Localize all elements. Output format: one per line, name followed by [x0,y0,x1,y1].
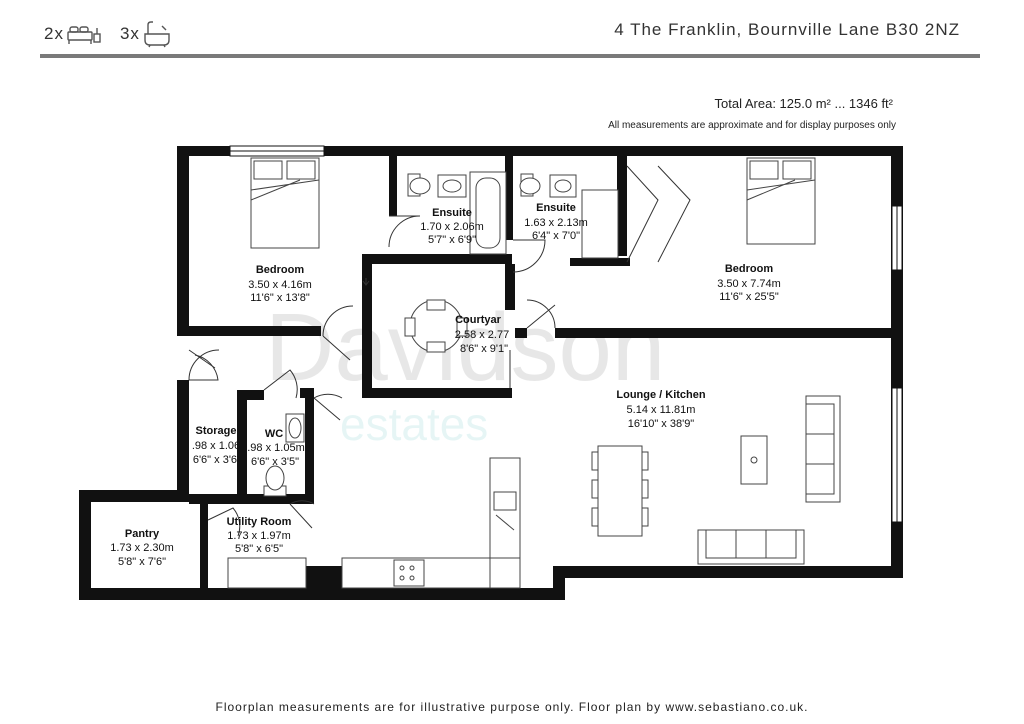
room-bedroom-1: Bedroom 3.50 x 4.16m 11'6" x 13'8" [248,264,312,304]
room-metric: 1.63 x 2.13m [524,217,588,229]
header-divider [40,54,980,58]
toilet-icon [263,465,287,497]
bed-icon [250,157,320,249]
room-wc: WC .98 x 1.05m 6'6" x 3'5" [247,428,304,468]
utility-counter [227,557,307,589]
sofa-icon [697,529,805,565]
kitchen-counter [341,457,521,589]
room-imperial: 5'8" x 7'6" [118,556,166,568]
sink-icon [549,174,577,198]
room-name: Lounge / Kitchen [616,389,706,401]
total-area: Total Area: 125.0 m² ... 1346 ft² [714,96,893,111]
bath-icon [144,21,170,48]
sink-icon [285,413,305,443]
shower-icon [581,189,619,259]
room-imperial: 11'6" x 13'8" [250,292,310,304]
room-imperial: 8'6" x 9'1" [460,343,508,355]
furniture [227,157,841,589]
room-imperial: 6'4" x 7'0" [532,230,580,242]
room-imperial: 6'6" x 3'5" [251,456,299,468]
room-imperial: 5'7" x 6'9" [428,234,476,246]
room-storage: Storage .98 x 1.06 6'6" x 3'6' [192,425,240,466]
bed-icon [746,157,816,245]
doors [188,165,691,537]
room-imperial: 11'6" x 25'5" [719,291,779,303]
room-utility: Utility Room 1.73 x 1.97m 5'8" x 6'5" [227,516,292,555]
dining-table-icon [404,299,468,353]
room-metric: 1.73 x 1.97m [227,530,291,542]
room-metric: 1.70 x 2.06m [420,221,484,233]
windows [229,145,903,523]
watermark: Davidson estates [265,294,665,450]
bathtub-icon [469,171,507,255]
room-imperial: 5'8" x 6'5" [235,543,283,555]
coffee-table-icon [740,435,768,485]
dining-table-icon [591,445,649,537]
room-ensuite-2: Ensuite 1.63 x 2.13m 6'4" x 7'0" [524,202,588,242]
room-name: WC [265,428,283,440]
room-courtyard: Courtyar 2.58 x 2.77 8'6" x 9'1" [455,314,509,355]
room-metric: 2.58 x 2.77 [455,329,509,341]
measurement-disclaimer: All measurements are approximate and for… [608,120,896,131]
room-metric: 1.73 x 2.30m [110,542,174,554]
watermark-brand: Davidson [265,294,665,401]
room-name: Ensuite [536,202,576,214]
room-imperial: 16'10" x 38'9" [628,418,695,430]
room-pantry: Pantry 1.73 x 2.30m 5'8" x 7'6" [110,528,174,568]
sink-icon [437,174,467,198]
room-metric: .98 x 1.05m [247,442,304,454]
bathrooms-count: 3x [119,24,140,43]
room-metric: 3.50 x 7.74m [717,278,781,290]
room-lounge-kitchen: Lounge / Kitchen 5.14 x 11.81m 16'10" x … [616,389,706,430]
bed-icon [67,26,101,44]
room-name: Bedroom [256,264,305,276]
room-bedroom-2: Bedroom 3.50 x 7.74m 11'6" x 25'5" [717,263,781,303]
room-name: Courtyar [455,314,502,326]
room-name: Ensuite [432,207,472,219]
room-metric: 5.14 x 11.81m [627,404,696,416]
room-imperial: 6'6" x 3'6' [193,454,239,466]
room-name: Utility Room [227,516,292,528]
room-name: Bedroom [725,263,774,275]
room-name: Storage [196,425,237,437]
property-address: 4 The Franklin, Bournville Lane B30 2NZ [614,20,960,39]
watermark-sub: estates [340,398,488,450]
floorplan-footer: Floorplan measurements are for illustrat… [215,700,809,714]
room-name: Pantry [125,528,160,540]
room-metric: 3.50 x 4.16m [248,279,312,291]
hob-icon [393,559,425,587]
toilet-icon [519,173,541,197]
feature-counts: 2x 3x [44,20,186,48]
bedrooms-count: 2x [44,24,64,43]
room-metric: .98 x 1.06 [192,440,240,452]
room-labels: Bedroom 3.50 x 4.16m 11'6" x 13'8" Ensui… [110,202,781,568]
sofa-icon [805,395,841,503]
room-ensuite-1: Ensuite 1.70 x 2.06m 5'7" x 6'9" [420,207,484,246]
toilet-icon [407,173,431,197]
